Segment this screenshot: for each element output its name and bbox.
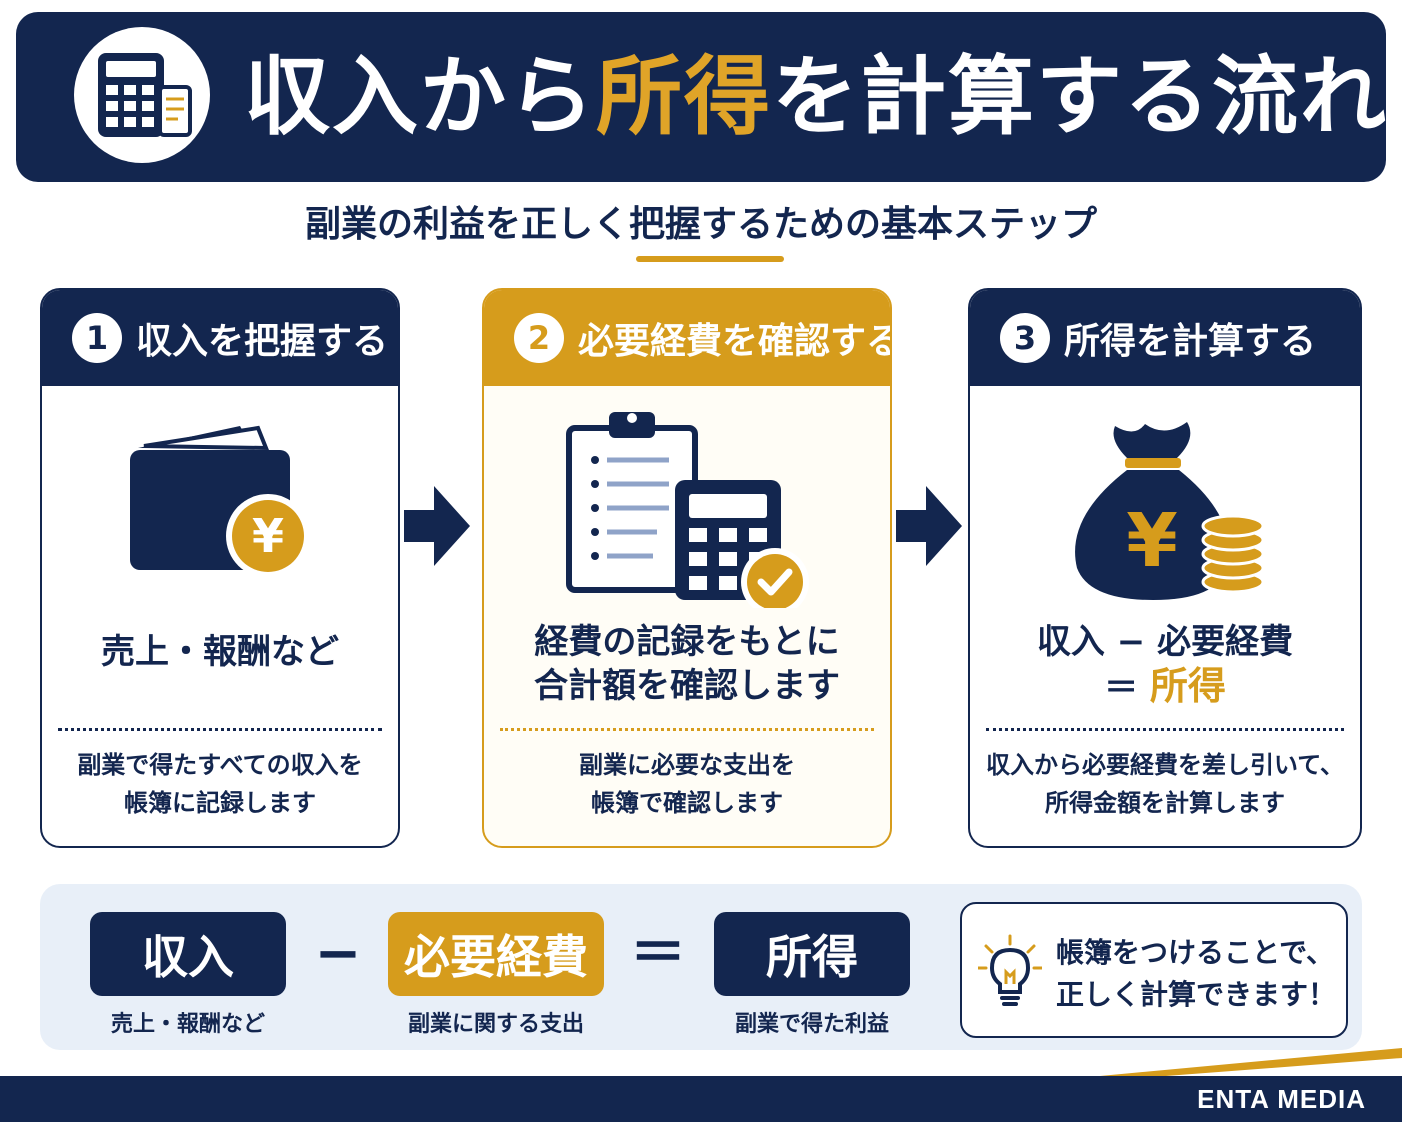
calculator-icon bbox=[74, 27, 210, 163]
step-header: 2 必要経費を確認する bbox=[484, 290, 890, 386]
step-description: 副業に必要な支出を 帳簿で確認します bbox=[579, 751, 795, 817]
formula-income: 収入 bbox=[90, 912, 286, 996]
formula-panel: 収入 売上・報酬など − 必要経費 副業に関する支出 ＝ 所得 副業で得た利益 … bbox=[40, 884, 1362, 1050]
step-number: 1 bbox=[72, 313, 122, 363]
lightbulb-icon bbox=[978, 934, 1042, 1006]
step-description: 副業で得たすべての収入を 帳簿に記録します bbox=[77, 751, 363, 817]
tip-text: 帳簿をつけることで、 正しく計算できます！ bbox=[1056, 936, 1337, 1011]
step-number: 3 bbox=[1000, 313, 1050, 363]
formula-expenses-label: 副業に関する支出 bbox=[407, 1012, 584, 1037]
brand-logo: ENTA MEDIA bbox=[1197, 1084, 1366, 1114]
step-header: 1 収入を把握する bbox=[42, 290, 398, 386]
divider bbox=[986, 728, 1344, 731]
step-title: 収入を把握する bbox=[136, 321, 389, 362]
step-number: 2 bbox=[514, 313, 564, 363]
formula-result-label: 副業で得た利益 bbox=[734, 1012, 889, 1037]
subtitle: 副業の利益を正しく把握するための基本ステップ bbox=[304, 204, 1097, 245]
formula-result: 所得 bbox=[714, 912, 910, 996]
divider bbox=[58, 728, 382, 731]
money-bag-yen-icon: ¥ bbox=[1075, 422, 1265, 600]
clipboard-calculator-check-icon bbox=[566, 412, 809, 608]
step-card-2: 2 必要経費を確認する 経費の記録をもとに 合 bbox=[482, 288, 892, 848]
svg-text:¥: ¥ bbox=[252, 509, 284, 563]
step-card-3: 3 所得を計算する ¥ 収入 − 必要経費 ＝ 所得 収入から必要経費を差し引い… bbox=[968, 288, 1362, 848]
step-header: 3 所得を計算する bbox=[970, 290, 1360, 386]
minus-sign: − bbox=[314, 921, 362, 986]
step-description: 収入から必要経費を差し引いて、 所得金額を計算します bbox=[985, 751, 1345, 817]
arrow-right-icon bbox=[404, 486, 470, 566]
svg-text:¥: ¥ bbox=[1126, 498, 1178, 584]
equals-sign: ＝ bbox=[630, 921, 686, 986]
divider bbox=[500, 728, 874, 731]
step-main-text: 経費の記録をもとに 合計額を確認します bbox=[534, 622, 840, 706]
step-title: 所得を計算する bbox=[1064, 321, 1317, 362]
wallet-yen-icon: ¥ bbox=[130, 425, 310, 578]
arrow-right-icon bbox=[896, 486, 962, 566]
tip-box: 帳簿をつけることで、 正しく計算できます！ bbox=[960, 902, 1348, 1038]
footer-bar bbox=[0, 1076, 1402, 1122]
subtitle-underline bbox=[636, 256, 784, 262]
step-main-text: 売上・報酬など bbox=[101, 632, 339, 672]
header-banner: 収入から所得を計算する流れ bbox=[16, 12, 1386, 182]
formula-expenses: 必要経費 bbox=[388, 912, 604, 996]
step-title: 必要経費を確認する bbox=[578, 321, 892, 362]
formula-income-label: 売上・報酬など bbox=[110, 1012, 265, 1037]
step-main-text: 収入 − 必要経費 ＝ 所得 bbox=[1036, 622, 1294, 708]
footer-accent-stripe bbox=[1100, 1048, 1402, 1078]
page-title: 収入から所得を計算する流れ bbox=[244, 47, 1388, 147]
step-card-1: 1 収入を把握する ¥ 売上・報酬など 副業で得たすべての収入を 帳簿に記録しま… bbox=[40, 288, 400, 848]
